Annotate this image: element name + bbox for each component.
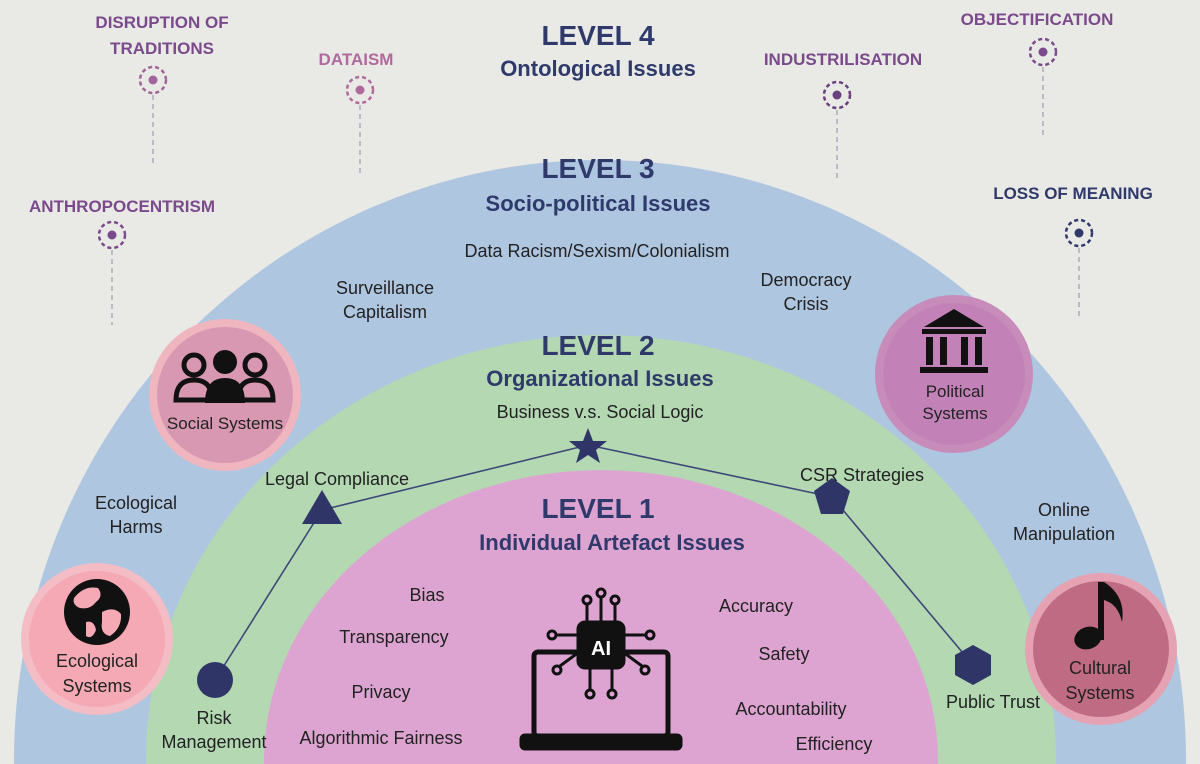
ecological-systems-label: Ecological Systems — [55, 651, 139, 697]
political-systems-circle — [875, 295, 1033, 453]
ai-laptop-icon — [519, 587, 683, 751]
level2-subtitle: Organizational Issues — [486, 366, 714, 391]
issue-algorithmic-fairness: Algorithmic Fairness — [299, 728, 463, 748]
issue-data-racism: Data Racism/Sexism/Colonialism — [464, 241, 730, 261]
legal-compliance-node — [302, 490, 342, 524]
issue-public-trust: Public Trust — [945, 692, 1041, 712]
issue-csr-strategies: CSR Strategies — [799, 465, 925, 485]
star-node — [569, 428, 607, 463]
issue-industrialisation: INDUSTRILISATION — [763, 50, 923, 69]
marker-disruption — [138, 65, 168, 165]
marker-objectification — [1028, 37, 1058, 137]
issue-risk-management: Risk Management — [161, 708, 267, 753]
level1-title: LEVEL 1 — [541, 493, 655, 524]
marker-dataism — [345, 75, 375, 175]
issue-ecological-harms: Ecological Harms — [94, 493, 178, 538]
cultural-systems-circle — [1025, 573, 1177, 725]
issue-bias: Bias — [409, 585, 445, 605]
issue-objectification: OBJECTIFICATION — [960, 10, 1114, 29]
issue-disruption-of-traditions: DISRUPTION OF TRADITIONS — [95, 13, 229, 58]
globe-icon — [64, 579, 130, 645]
music-note-icon — [1074, 582, 1123, 650]
csr-node — [814, 478, 850, 514]
issue-business-vs-social-logic: Business v.s. Social Logic — [496, 402, 704, 422]
level1-subtitle: Individual Artefact Issues — [479, 530, 745, 555]
issue-privacy: Privacy — [351, 682, 411, 702]
issue-efficiency: Efficiency — [795, 734, 873, 754]
issue-democracy-crisis: Democracy Crisis — [760, 270, 852, 315]
public-trust-node — [955, 645, 991, 685]
issue-accuracy: Accuracy — [718, 596, 794, 616]
level4-subtitle: Ontological Issues — [500, 56, 696, 81]
issue-loss-of-meaning: LOSS OF MEANING — [993, 184, 1153, 203]
cultural-systems-label: Cultural Systems — [1065, 658, 1135, 704]
issue-surveillance-capitalism: Surveillance Capitalism — [335, 278, 435, 323]
ai-chip-text: AI — [591, 638, 611, 660]
organizational-network — [214, 444, 974, 681]
political-systems-label: Political Systems — [922, 382, 988, 424]
level4-title: LEVEL 4 — [541, 20, 655, 51]
marker-loss-of-meaning — [1064, 218, 1094, 320]
risk-management-node — [197, 662, 233, 698]
level3-subtitle: Socio-political Issues — [485, 191, 711, 216]
issue-transparency: Transparency — [339, 627, 449, 647]
issue-online-manipulation: Online Manipulation — [1012, 500, 1116, 545]
issue-legal-compliance: Legal Compliance — [264, 469, 410, 489]
issue-dataism: DATAISM — [318, 50, 394, 69]
marker-industrialisation — [822, 80, 852, 180]
marker-anthropocentrism — [97, 220, 127, 325]
social-systems-label: Social Systems — [166, 414, 284, 433]
issue-accountability: Accountability — [735, 699, 847, 719]
level2-title: LEVEL 2 — [541, 330, 655, 361]
bank-icon — [920, 309, 988, 373]
level3-title: LEVEL 3 — [541, 153, 655, 184]
people-icon — [173, 350, 276, 403]
issue-anthropocentrism: ANTHROPOCENTRISM — [28, 197, 216, 216]
issue-safety: Safety — [758, 644, 810, 664]
